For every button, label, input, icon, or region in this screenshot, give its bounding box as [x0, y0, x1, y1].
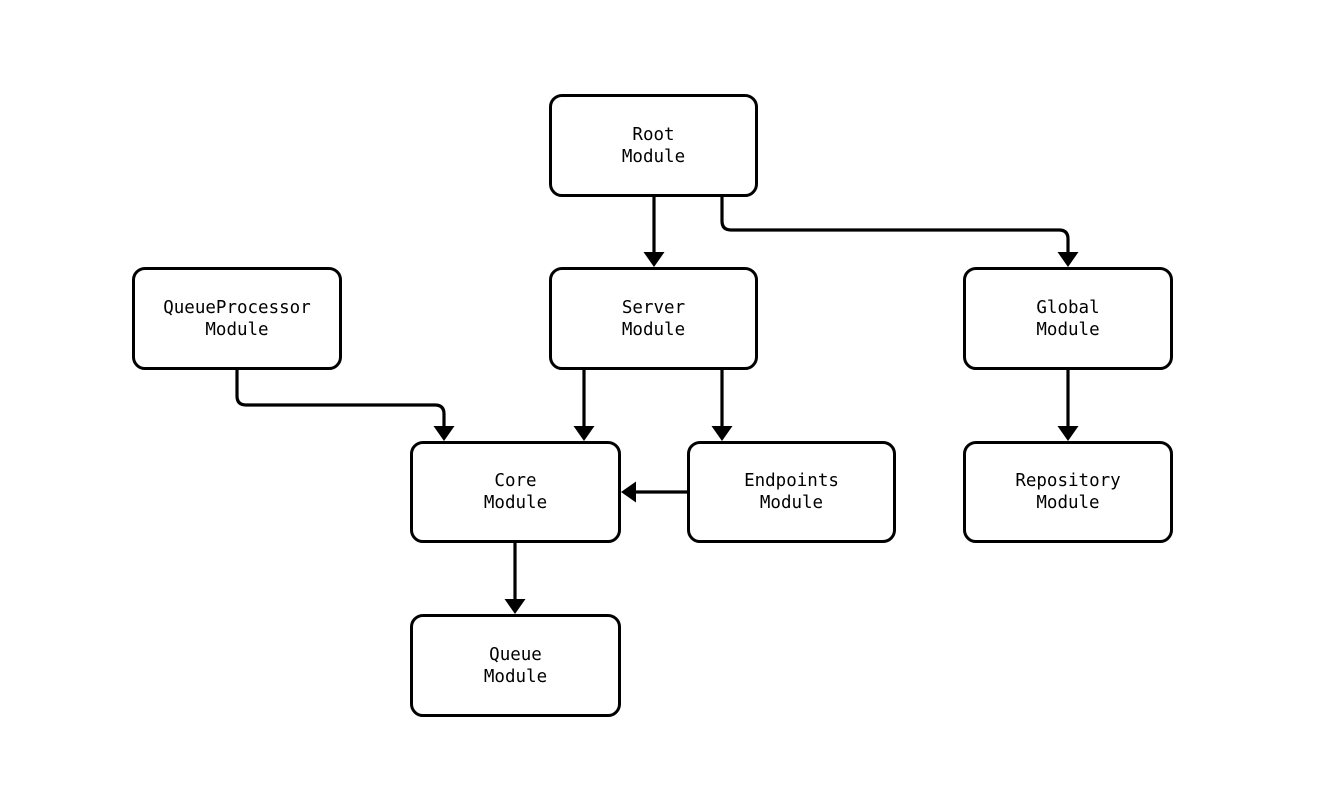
node-label-root: Root Module: [621, 124, 686, 167]
edges-group: [235, 197, 1070, 599]
arrowhead-queueprocessor-core: [433, 426, 455, 441]
node-label-queueprocessor: QueueProcessor Module: [163, 297, 311, 340]
node-label-endpoints: Endpoints Module: [744, 471, 839, 513]
arrowhead-core-queue: [504, 599, 526, 614]
arrowheads-group: [433, 252, 1079, 614]
node-queue[interactable]: Queue Module: [410, 614, 621, 717]
arrowhead-root-global: [1057, 252, 1079, 267]
node-label-server: Server Module: [621, 297, 686, 340]
node-root[interactable]: Root Module: [549, 94, 758, 197]
arrowhead-server-core: [573, 426, 595, 441]
node-label-queue: Queue Module: [483, 644, 548, 687]
edge-queueprocessor-core: [235, 370, 446, 426]
edge-root-global: [720, 197, 1070, 252]
node-label-core: Core Module: [483, 471, 548, 513]
node-endpoints[interactable]: Endpoints Module: [687, 441, 896, 543]
node-label-global: Global Module: [1036, 297, 1100, 340]
arrowhead-global-repository: [1057, 426, 1079, 441]
node-server[interactable]: Server Module: [549, 267, 758, 370]
arrowhead-endpoints-core: [621, 481, 636, 503]
node-core[interactable]: Core Module: [410, 441, 621, 543]
node-global[interactable]: Global Module: [963, 267, 1173, 370]
arrowhead-server-endpoints: [711, 426, 733, 441]
arrowhead-root-server: [643, 252, 665, 267]
node-repository[interactable]: Repository Module: [963, 441, 1173, 543]
node-queueprocessor[interactable]: QueueProcessor Module: [132, 267, 342, 370]
node-label-repository: Repository Module: [1015, 471, 1121, 513]
